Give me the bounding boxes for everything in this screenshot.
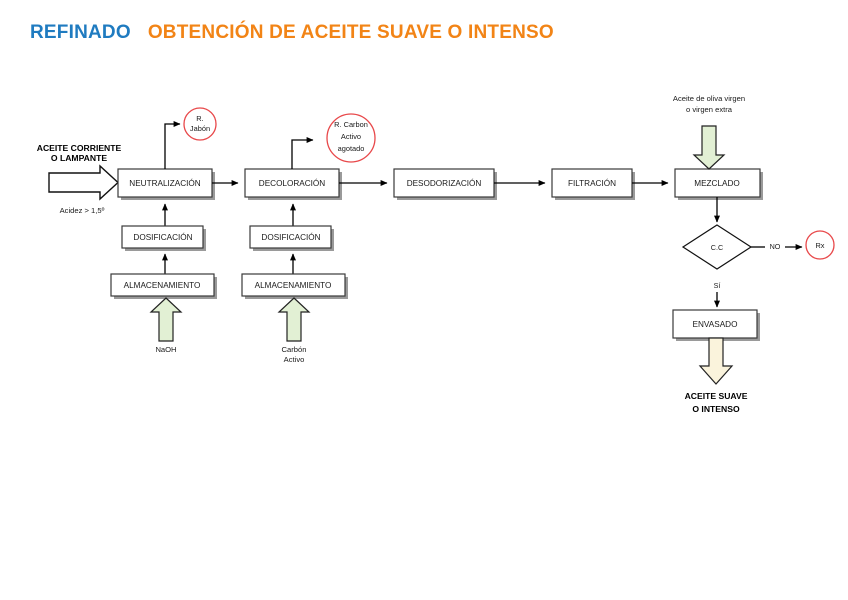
residue-r-carbon[interactable]: R. Carbon Activo agotado: [291, 113, 376, 169]
title-main: OBTENCIÓN DE ACEITE SUAVE O INTENSO: [147, 22, 554, 43]
virgin-oil-line2: o virgen extra: [686, 105, 733, 114]
carbon-label-line1: Carbón: [282, 345, 307, 354]
stage-filtracion[interactable]: FILTRACIÓN: [551, 168, 635, 200]
feed-label-line2: O LAMPANTE: [51, 153, 107, 163]
virgin-oil-input: Aceite de oliva virgen o virgen extra: [673, 94, 745, 170]
feed-acidity-note: Acidez > 1,5º: [60, 206, 105, 215]
packaging-group: ENVASADO ACEITE SUAVE O INTENSO: [672, 309, 760, 414]
rework-rx-label: Rx: [815, 241, 824, 250]
decision-cc-label: C.C: [711, 243, 723, 252]
decision-cc-shape: [681, 224, 753, 270]
stage-decoloracion-label: DECOLORACIÓN: [259, 178, 326, 188]
decision-cc[interactable]: C.C: [681, 224, 753, 270]
stage-desodorizacion[interactable]: DESODORIZACIÓN: [393, 168, 497, 200]
unit-almacenamiento-2-label: ALMACENAMIENTO: [255, 281, 332, 290]
residue-carbon-connector: [291, 137, 314, 169]
output-label-line2: O INTENSO: [692, 404, 740, 414]
stage-decoloracion[interactable]: DECOLORACIÓN: [244, 168, 342, 200]
feed-arrow-icon: [48, 164, 120, 201]
title-prefix: REFINADO: [30, 22, 131, 43]
residue-jabon-connector: [164, 121, 181, 169]
residue-carbon-circle: [326, 113, 376, 163]
residue-jabon-circle: [183, 107, 217, 141]
feed-input-group: ACEITE CORRIENTE O LAMPANTE Acidez > 1,5…: [37, 143, 122, 215]
residue-r-jabon[interactable]: R. Jabón: [164, 107, 217, 169]
stage-envasado-label: ENVASADO: [693, 320, 738, 329]
naoh-branch: DOSIFICACIÓN ALMACENAMIENTO NaOH: [110, 203, 217, 354]
output-label-line1: ACEITE SUAVE: [685, 391, 748, 401]
stage-mezclado[interactable]: MEZCLADO: [674, 168, 763, 200]
final-output-arrow-icon: [698, 337, 734, 385]
residue-carbon-line1: R. Carbon: [334, 120, 368, 129]
unit-dosificacion-2[interactable]: DOSIFICACIÓN: [249, 225, 334, 251]
stage-mezclado-label: MEZCLADO: [694, 179, 740, 188]
unit-almacenamiento-2[interactable]: ALMACENAMIENTO: [241, 273, 348, 299]
rework-rx-circle: [805, 230, 835, 260]
unit-dosificacion-1-label: DOSIFICACIÓN: [133, 232, 192, 242]
carbon-label-line2: Activo: [284, 355, 305, 364]
unit-dosificacion-1[interactable]: DOSIFICACIÓN: [121, 225, 206, 251]
naoh-label: NaOH: [155, 345, 176, 354]
stage-envasado[interactable]: ENVASADO: [672, 309, 760, 341]
residue-jabon-line1: R.: [196, 114, 203, 123]
unit-dosificacion-2-label: DOSIFICACIÓN: [261, 232, 320, 242]
residue-carbon-line3: agotado: [338, 144, 365, 153]
decision-no-label: NO: [770, 242, 781, 251]
residue-carbon-line2: Activo: [341, 132, 361, 141]
decision-yes-label: Sí: [714, 281, 721, 290]
rework-rx[interactable]: Rx: [805, 230, 835, 260]
feed-label-line1: ACEITE CORRIENTE: [37, 143, 122, 153]
page-title: REFINADO OBTENCIÓN DE ACEITE SUAVE O INTE…: [30, 22, 554, 44]
virgin-oil-arrow-icon: [692, 125, 726, 170]
unit-almacenamiento-1-label: ALMACENAMIENTO: [124, 281, 201, 290]
stage-desodorizacion-label: DESODORIZACIÓN: [407, 178, 482, 188]
stage-neutralizacion[interactable]: NEUTRALIZACIÓN: [117, 168, 215, 200]
residue-jabon-line2: Jabón: [190, 124, 210, 133]
carbon-input-arrow-icon: [277, 297, 311, 342]
unit-almacenamiento-1[interactable]: ALMACENAMIENTO: [110, 273, 217, 299]
quality-control-group: C.C NO Rx Sí: [681, 197, 835, 308]
naoh-input-arrow-icon: [149, 297, 183, 342]
virgin-oil-line1: Aceite de oliva virgen: [673, 94, 745, 103]
carbon-activo-branch: DOSIFICACIÓN ALMACENAMIENTO Carbón Activ…: [241, 203, 348, 364]
stage-neutralizacion-label: NEUTRALIZACIÓN: [129, 178, 201, 188]
stage-filtracion-label: FILTRACIÓN: [568, 178, 616, 188]
